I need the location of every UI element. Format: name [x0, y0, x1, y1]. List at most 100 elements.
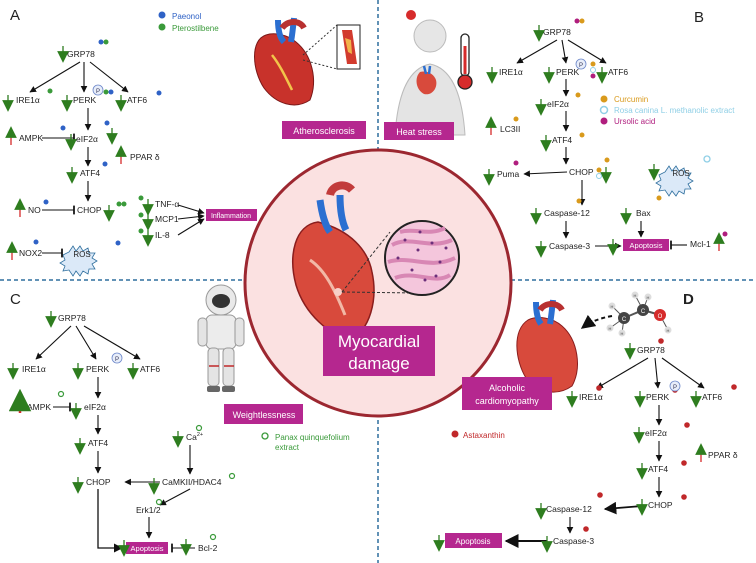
node-a-inflammation: Inflammation	[211, 213, 251, 220]
atherosclerosis-label: Atherosclerosis	[293, 126, 355, 136]
center-circle-group: Myocardial damage	[243, 148, 513, 418]
node-b-perk: PERK	[556, 67, 579, 77]
ethanol-molecule-illustration: C C O H H H H H H	[606, 291, 672, 337]
node-c-ampk: AMPK	[27, 402, 51, 412]
atherosclerosis-heart-illustration	[254, 17, 361, 106]
svg-text:H: H	[667, 328, 670, 333]
node-d-atf4: ATF4	[648, 464, 668, 474]
heat-stress-label-box	[384, 122, 454, 140]
alcoholic-label-line2: cardiomyopathy	[475, 396, 539, 406]
regulation-arrows-a	[2, 46, 154, 260]
alcoholic-label-line1: Alcoholic	[489, 383, 526, 393]
legend-dot-panax	[261, 432, 269, 440]
legend-dot-astaxanthin	[451, 430, 459, 438]
panel-letter-c: C	[10, 291, 21, 308]
node-b-grp78: GRP78	[543, 27, 571, 37]
heat-stress-person-illustration	[394, 10, 473, 136]
legend-dot-rosa-canina	[599, 105, 609, 115]
panel-letter-b: B	[694, 9, 704, 26]
regulation-arrows-b	[483, 25, 725, 258]
svg-text:P: P	[96, 89, 100, 95]
node-b-bax: Bax	[636, 208, 651, 218]
node-a-ros: ROS	[73, 250, 90, 259]
node-c-camkii: CaMKII/HDAC4	[162, 477, 222, 487]
node-d-apoptosis: Apoptosis	[455, 537, 490, 546]
node-b-eif2a: eIF2α	[547, 99, 569, 109]
node-b-chop: CHOP	[569, 167, 594, 177]
regulation-arrows-c	[7, 311, 192, 557]
node-a-no: NO	[28, 205, 41, 215]
node-c-chop: CHOP	[86, 477, 111, 487]
legend-dot-pterostilbene	[158, 23, 166, 31]
apoptosis-box-c	[126, 542, 168, 554]
legend-label-astaxanthin: Astaxanthin	[463, 431, 505, 440]
node-d-caspase12: Caspase-12	[546, 504, 592, 514]
center-label-box	[323, 326, 435, 376]
ros-burst-b: ROS	[655, 165, 694, 197]
node-d-grp78: GRP78	[637, 345, 665, 355]
node-b-lc3ii: LC3II	[500, 124, 520, 134]
legend-dot-ursolic-acid	[600, 117, 608, 125]
node-b-apoptosis: Apoptosis	[630, 241, 663, 250]
weightlessness-label-box	[224, 404, 303, 424]
svg-text:O: O	[658, 314, 663, 320]
ros-burst-a: ROS	[59, 245, 98, 277]
panel-letter-d: D	[683, 291, 694, 308]
apoptosis-box-b	[623, 239, 669, 251]
node-a-eif2a: eIF2α	[76, 134, 98, 144]
svg-text:C: C	[622, 317, 627, 323]
node-b-caspase12: Caspase-12	[544, 208, 590, 218]
legend-dot-curcumin	[600, 95, 608, 103]
compound-dots-a	[33, 39, 162, 246]
sun-icon	[406, 10, 416, 20]
svg-text:P: P	[673, 385, 677, 391]
svg-text:H: H	[634, 293, 637, 298]
center-circle	[243, 148, 513, 418]
svg-text:P: P	[579, 63, 583, 69]
node-b-caspase3: Caspase-3	[549, 241, 590, 251]
node-d-caspase3: Caspase-3	[553, 536, 594, 546]
center-label-line1: Myocardial	[338, 332, 420, 351]
node-b-atf4: ATF4	[552, 135, 572, 145]
node-a-ampk: AMPK	[19, 133, 43, 143]
svg-text:H: H	[621, 331, 624, 336]
node-c-eif2a: eIF2α	[84, 402, 106, 412]
weightlessness-label: Weightlessness	[233, 410, 296, 420]
legend-dot-paeonol	[158, 11, 166, 19]
legend-label-curcumin: Curcumin	[614, 95, 648, 104]
node-d-eif2a: eIF2α	[645, 428, 667, 438]
svg-text:H: H	[647, 295, 650, 300]
node-a-grp78: GRP78	[67, 49, 95, 59]
phospho-badges: P P P P	[92, 58, 681, 392]
panel-letter-a: A	[10, 7, 20, 24]
apoptosis-box-d	[445, 533, 502, 548]
compound-dots-b	[513, 18, 728, 237]
panel-c: C GRP78 IRE1α PERK ATF6 AMPK eIF2α ATF4 …	[7, 284, 350, 557]
legend-label-rosa-canina: Rosa canina L. methanolic extract	[614, 106, 735, 115]
astronaut-illustration	[197, 284, 245, 392]
node-c-erk: Erk1/2	[136, 505, 161, 515]
node-c-ca: Ca2+	[186, 432, 203, 442]
node-b-ros: ROS	[672, 169, 689, 178]
node-c-ire1a: IRE1α	[22, 364, 46, 374]
legend-label-ursolic-acid: Ursolic acid	[614, 117, 655, 126]
node-b-atf6: ATF6	[608, 67, 628, 77]
panel-b: B Heat stress GRP78 IRE1α PERK ATF6 eIF2…	[384, 9, 735, 258]
legend-label-paeonol: Paeonol	[172, 12, 202, 21]
node-c-bcl2: Bcl-2	[198, 543, 218, 553]
node-c-atf6: ATF6	[140, 364, 160, 374]
node-b-mcl1: Mcl-1	[690, 239, 711, 249]
alcoholic-label-box	[462, 377, 552, 410]
regulation-arrows-d	[433, 343, 707, 553]
node-d-perk: PERK	[646, 392, 669, 402]
node-a-ire1a: IRE1α	[16, 95, 40, 105]
node-a-mcp1: MCP1	[155, 214, 179, 224]
node-a-chop: CHOP	[77, 205, 102, 215]
histology-inset	[384, 220, 460, 296]
node-a-ppard: PPAR δ	[130, 152, 160, 162]
panel-a: A Paeonol Pterostilbene GRP78 IRE1α PERK…	[2, 7, 366, 277]
node-b-ire1a: IRE1α	[499, 67, 523, 77]
node-a-atf4: ATF4	[80, 168, 100, 178]
node-d-ppard: PPAR δ	[708, 450, 738, 460]
